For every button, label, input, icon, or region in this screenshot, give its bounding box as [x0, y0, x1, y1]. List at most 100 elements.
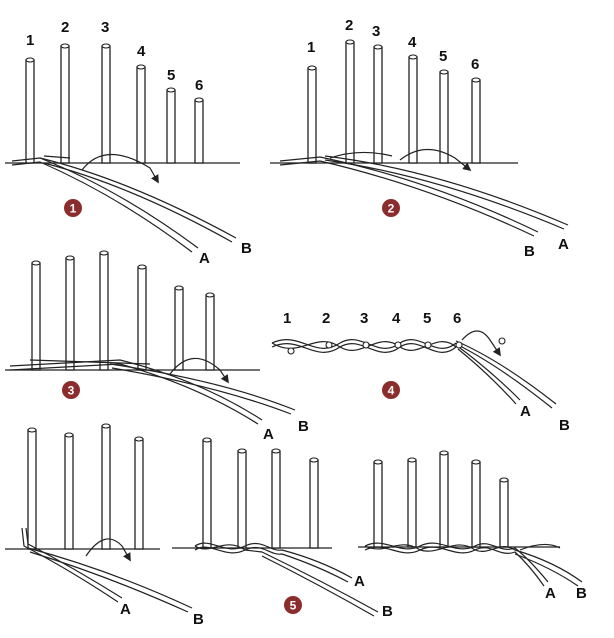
stake-cap	[137, 264, 147, 270]
stake	[205, 294, 215, 371]
stake-cap	[471, 77, 481, 83]
arrow-icon	[461, 330, 501, 357]
stake	[237, 450, 247, 549]
stake-number: 6	[471, 56, 479, 73]
stake	[136, 66, 146, 164]
stake-end	[394, 341, 402, 349]
stake	[373, 461, 383, 548]
stake-cap	[408, 54, 418, 60]
stake	[408, 56, 418, 164]
stake	[439, 71, 449, 164]
strand-label: B	[241, 240, 252, 257]
twined-weave	[271, 339, 557, 409]
strand-label: A	[520, 403, 531, 420]
stake-cap	[439, 450, 449, 456]
stake-end-group	[287, 337, 506, 355]
stake-cap	[237, 448, 247, 454]
stake-cap	[407, 457, 417, 463]
stake	[64, 434, 74, 550]
step-1-panel: 1 2 3 4 5 6 1 A B	[5, 19, 252, 267]
stake	[65, 257, 75, 371]
stake-cap	[471, 459, 481, 465]
stake	[499, 479, 509, 548]
stake-group	[31, 250, 215, 371]
weaver-strands	[21, 527, 193, 613]
weaver-strands	[364, 542, 583, 587]
numbered-badge-icon	[64, 199, 82, 217]
stake-cap	[101, 423, 111, 429]
stake	[271, 450, 281, 549]
stake	[439, 452, 449, 548]
stake-cap	[64, 432, 74, 438]
stake-end	[325, 341, 333, 349]
strand-label: A	[120, 601, 131, 618]
stake-end	[455, 341, 463, 349]
strand-label: B	[382, 603, 393, 620]
stake-cap	[99, 250, 109, 256]
strand-label: A	[558, 236, 569, 253]
stake	[31, 262, 41, 371]
stake	[471, 79, 481, 164]
stake-number: 4	[392, 310, 401, 327]
step-badge: 4	[382, 381, 400, 399]
stake-cap	[101, 43, 111, 49]
stake-number: 6	[453, 310, 461, 327]
stake	[307, 67, 317, 164]
stake-end	[362, 341, 370, 349]
stake-cap	[202, 437, 212, 443]
stake-number: 6	[195, 77, 203, 94]
weaver-strands	[194, 542, 379, 617]
stake	[471, 461, 481, 548]
stake-end	[498, 337, 506, 345]
numbered-badge-icon	[382, 381, 400, 399]
stake-cap	[65, 255, 75, 261]
stake-cap	[60, 43, 70, 49]
step-5a-panel: A B	[5, 423, 204, 628]
stake	[202, 439, 212, 549]
step-3-panel: 3 A B	[5, 250, 309, 443]
step-badge: 5	[284, 596, 302, 614]
stake-group	[25, 43, 204, 164]
strand-label: A	[263, 426, 274, 443]
stake	[309, 459, 319, 549]
stake-cap	[194, 97, 204, 103]
stake-cap	[307, 65, 317, 71]
stake	[25, 59, 35, 164]
weaver-strands	[9, 359, 296, 425]
stake-number: 3	[101, 19, 109, 36]
strand-label: B	[193, 611, 204, 628]
stake-number: 5	[439, 48, 447, 65]
badge-number: 5	[290, 599, 297, 613]
stake-cap	[345, 39, 355, 45]
stake-number: 3	[360, 310, 368, 327]
numbered-badge-icon	[284, 596, 302, 614]
stake-cap	[166, 87, 176, 93]
stake-number: 4	[408, 34, 417, 51]
stake-cap	[31, 260, 41, 266]
stake-cap	[25, 57, 35, 63]
arrow-icon	[85, 538, 131, 562]
arrow-icon	[399, 148, 472, 172]
arrow-icon	[169, 357, 229, 384]
step-2-panel: 1 2 3 4 5 6 2 B A	[270, 17, 569, 260]
step-5b-panel: 5 A B	[172, 437, 393, 620]
weaver-strands	[279, 151, 569, 237]
stake-group	[307, 39, 481, 164]
stake-cap	[134, 436, 144, 442]
strand-label: B	[576, 585, 587, 602]
stake-cap	[373, 44, 383, 50]
numbered-badge-icon	[62, 381, 80, 399]
stake-cap	[309, 457, 319, 463]
stake-end	[287, 347, 295, 355]
stake-cap	[439, 69, 449, 75]
stake-number: 1	[283, 310, 291, 327]
stake-number: 2	[322, 310, 330, 327]
strand-label: A	[199, 250, 210, 267]
strand-label: A	[545, 585, 556, 602]
stake-group	[373, 450, 509, 548]
stake-number: 2	[61, 19, 69, 36]
stake-cap	[136, 64, 146, 70]
stake	[407, 459, 417, 548]
strand-label: B	[298, 418, 309, 435]
step-badge: 2	[382, 199, 400, 217]
